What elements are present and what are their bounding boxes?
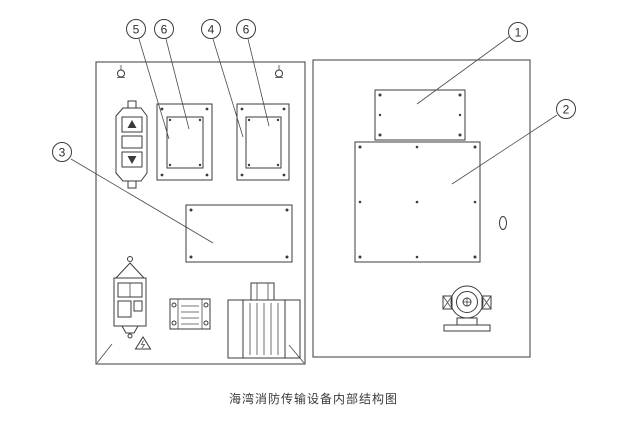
cable-hole xyxy=(499,216,507,230)
diagram-caption: 海湾消防传输设备内部结构图 xyxy=(228,392,398,406)
module-small-right xyxy=(236,103,290,181)
callout-2-label: 2 xyxy=(563,103,570,117)
warning-triangle-icon xyxy=(134,336,152,350)
bell-icon-left xyxy=(117,65,125,78)
right-cabinet-panel xyxy=(312,59,531,358)
callout-6b-label: 6 xyxy=(243,23,250,37)
callout-2: 2 xyxy=(556,99,576,119)
left-cabinet-panel xyxy=(95,61,306,365)
callout-5-label: 5 xyxy=(133,23,140,37)
right-panel-outline xyxy=(312,59,531,358)
large-transformer xyxy=(227,282,301,359)
callout-5: 5 xyxy=(126,19,146,39)
module-small-left xyxy=(156,103,213,181)
callout-4: 4 xyxy=(201,19,221,39)
callout-3: 3 xyxy=(52,142,72,162)
contactor xyxy=(113,256,147,339)
bell-icon-right xyxy=(275,65,283,78)
small-transformer xyxy=(169,298,211,330)
left-panel-outline xyxy=(95,61,306,365)
terminal-block xyxy=(115,100,148,189)
callout-6a-label: 6 xyxy=(161,23,168,37)
module-large-right-panel xyxy=(354,141,481,263)
callout-6b: 6 xyxy=(236,19,256,39)
motor xyxy=(442,285,492,332)
callout-1-label: 1 xyxy=(515,26,522,40)
callout-1: 1 xyxy=(508,22,528,42)
corner-mark xyxy=(96,343,113,364)
callout-3-label: 3 xyxy=(59,146,66,160)
callout-4-label: 4 xyxy=(208,23,215,37)
callout-6a: 6 xyxy=(154,19,174,39)
circuit-board-middle xyxy=(185,204,293,263)
corner-mark xyxy=(288,344,305,364)
leader-lines xyxy=(70,36,558,244)
module-top-right-panel xyxy=(374,89,466,141)
